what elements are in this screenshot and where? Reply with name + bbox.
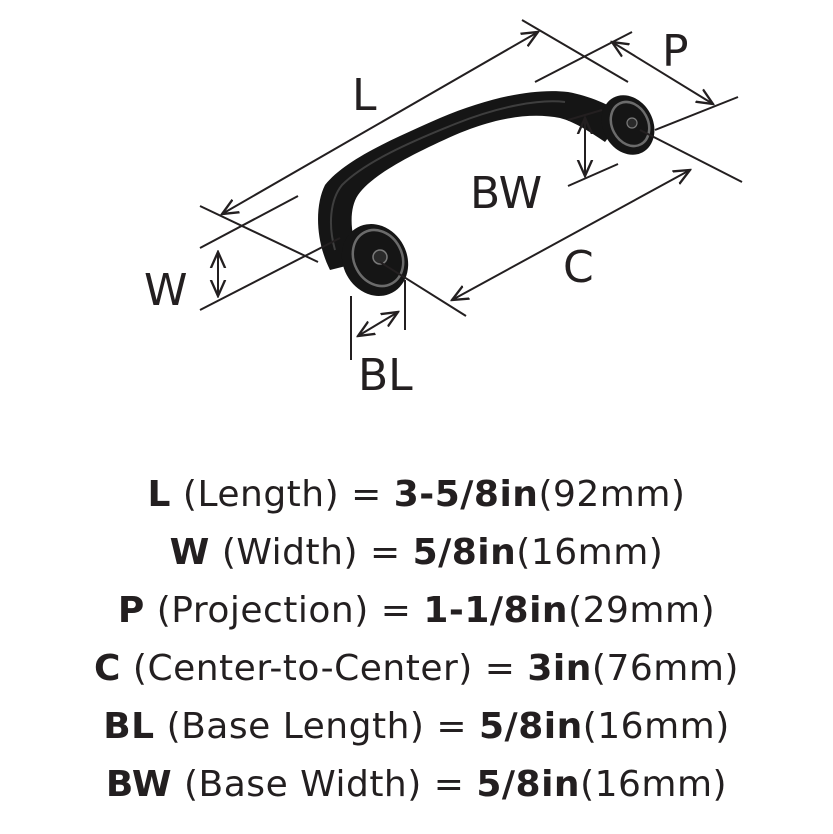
spec-equals: = [433, 764, 477, 805]
base-width-extension-bottom [567, 163, 619, 187]
center-dimension-line [452, 170, 690, 300]
width-extension-top [199, 195, 299, 249]
spec-equals: = [484, 648, 528, 689]
spec-projection: P (Projection) = 1-1/8in(29mm) [0, 582, 833, 640]
label-base-length: BL [358, 350, 413, 401]
spec-value: 5/8in [479, 706, 583, 747]
spec-desc: (Base Width) [172, 764, 434, 805]
spec-abbr: BW [105, 764, 173, 805]
spec-value: 1-1/8in [423, 590, 569, 631]
spec-desc: (Projection) [144, 590, 381, 631]
base-length-dimension-line [358, 312, 398, 336]
spec-abbr: L [147, 474, 171, 515]
projection-dimension-line [612, 42, 713, 104]
label-width: W [144, 265, 188, 316]
label-center: C [563, 242, 594, 293]
spec-metric: (76mm) [591, 648, 739, 689]
spec-value: 3in [527, 648, 592, 689]
spec-value: 5/8in [412, 532, 517, 573]
spec-base-length: BL (Base Length) = 5/8in(16mm) [0, 698, 833, 756]
spec-width: W (Width) = 5/8in(16mm) [0, 524, 833, 582]
spec-abbr: W [169, 532, 210, 573]
length-dimension-line [222, 32, 538, 214]
spec-metric: (16mm) [580, 764, 728, 805]
handle-dimension-diagram: L P BW W C BL [144, 19, 743, 401]
spec-desc: (Base Length) [154, 706, 437, 747]
spec-metric: (92mm) [538, 474, 686, 515]
left-base [341, 224, 409, 296]
label-projection: P [662, 26, 689, 77]
spec-value: 5/8in [476, 764, 581, 805]
spec-center-to-center: C (Center-to-Center) = 3in(76mm) [0, 640, 833, 698]
projection-extension-top [534, 31, 633, 83]
width-extension-bottom [199, 237, 341, 311]
spec-desc: (Center-to-Center) [120, 648, 485, 689]
base-width-extension-top [567, 109, 603, 121]
spec-abbr: BL [103, 706, 155, 747]
spec-base-width: BW (Base Width) = 5/8in(16mm) [0, 756, 833, 814]
spec-metric: (16mm) [516, 532, 664, 573]
spec-value: 3-5/8in [393, 474, 539, 515]
label-base-width: BW [470, 168, 542, 219]
spec-equals: = [369, 532, 413, 573]
center-axis-right [639, 129, 743, 183]
length-extension-right [521, 19, 629, 83]
spec-metric: (16mm) [582, 706, 730, 747]
spec-equals: = [351, 474, 394, 515]
right-base [601, 95, 655, 155]
spec-desc: (Length) [170, 474, 352, 515]
label-length: L [352, 70, 377, 121]
projection-extension-bottom [654, 96, 739, 131]
dimension-lines [199, 19, 743, 360]
spec-desc: (Width) [209, 532, 370, 573]
center-axis-left [379, 261, 467, 317]
dimension-spec-list: L (Length) = 3-5/8in(92mm) W (Width) = 5… [0, 466, 833, 814]
spec-equals: = [436, 706, 479, 747]
spec-abbr: C [94, 648, 121, 689]
spec-length: L (Length) = 3-5/8in(92mm) [0, 466, 833, 524]
spec-metric: (29mm) [568, 590, 716, 631]
spec-abbr: P [117, 590, 145, 631]
spec-equals: = [380, 590, 424, 631]
